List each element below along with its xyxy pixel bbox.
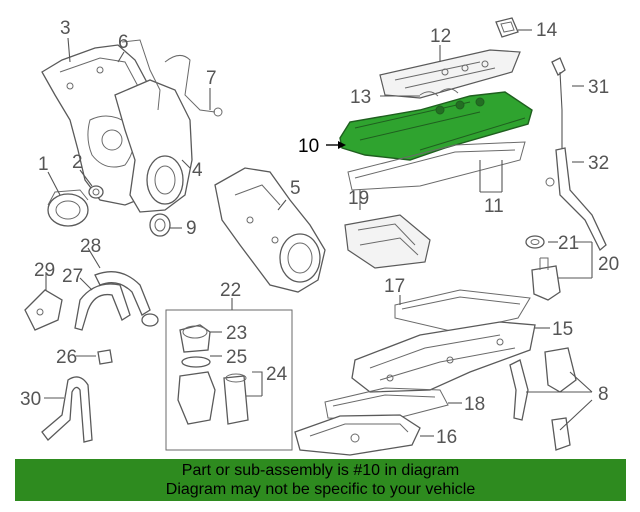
part-oilpan-lower-16	[294, 414, 421, 456]
callout-5: 5	[290, 178, 301, 199]
callout-4: 4	[192, 160, 203, 181]
callout-28: 28	[80, 236, 101, 257]
part-bolt-2	[88, 185, 104, 199]
callout-1: 1	[38, 154, 49, 175]
part-oring-21	[525, 235, 545, 249]
callout-11: 11	[484, 196, 504, 217]
part-dipstick-31	[551, 57, 566, 150]
callout-29: 29	[34, 260, 55, 281]
part-gasket-11	[347, 141, 526, 191]
info-banner: Part or sub-assembly is #10 in diagram D…	[15, 459, 626, 501]
part-bracket-29	[24, 289, 63, 331]
leader-lines	[44, 29, 593, 437]
callout-6: 6	[118, 32, 129, 53]
part-hose-27	[74, 283, 159, 331]
part-baffle-19	[344, 214, 431, 269]
part-hose-28	[94, 271, 151, 316]
callout-12: 12	[430, 26, 451, 47]
callout-2: 2	[72, 152, 83, 173]
part-pipe-30	[41, 376, 93, 443]
callout-19: 19	[348, 188, 369, 209]
callout-23: 23	[226, 323, 247, 344]
banner-line-1: Part or sub-assembly is #10 in diagram	[181, 462, 460, 479]
part-engine-cover-12	[379, 49, 521, 99]
part-filter-cap-23	[179, 324, 211, 353]
part-gasket-6	[121, 39, 161, 111]
callout-8: 8	[598, 384, 609, 405]
part-filter-box-22	[165, 309, 293, 451]
callout-32: 32	[588, 153, 609, 174]
part-pulley-1	[47, 189, 89, 227]
part-cover-5	[214, 167, 326, 293]
callout-20: 20	[598, 254, 619, 275]
callout-16: 16	[436, 427, 457, 448]
part-gasket-18	[324, 387, 449, 421]
callout-21: 21	[558, 233, 579, 254]
callout-labels: 3 6 7 4 5 1 2 9 12 14 13 10 11 19 31 32 …	[20, 18, 619, 448]
part-oilpan-gasket-17	[394, 289, 531, 333]
part-sensor-20	[531, 257, 561, 301]
part-filter-housing-24	[177, 371, 249, 425]
callout-7: 7	[206, 68, 217, 89]
part-timing-cover-lower	[114, 79, 193, 213]
part-seal-9	[149, 213, 171, 237]
callout-25: 25	[226, 347, 247, 368]
callout-27: 27	[62, 266, 83, 287]
callout-18: 18	[464, 394, 485, 415]
callout-31: 31	[588, 77, 609, 98]
callout-9: 9	[186, 218, 197, 239]
part-cap-14	[495, 17, 519, 38]
callout-10: 10	[298, 136, 319, 157]
callout-14: 14	[536, 20, 558, 41]
callout-22: 22	[220, 280, 241, 301]
part-bolt-26	[97, 349, 113, 365]
part-oring-25	[181, 356, 211, 368]
callout-26: 26	[56, 347, 77, 368]
part-bracket-8	[509, 347, 577, 451]
banner-line-2: Diagram may not be specific to your vehi…	[165, 481, 476, 498]
part-valve-cover-10	[339, 91, 533, 161]
callout-17: 17	[384, 276, 405, 297]
callout-30: 30	[20, 389, 41, 410]
part-gasket-13	[419, 88, 459, 97]
part-gasket-7	[164, 55, 223, 117]
part-dipstick-tube-32	[545, 147, 607, 252]
callout-15: 15	[552, 319, 573, 340]
part-oilpan-upper-15	[351, 321, 536, 393]
callout-24: 24	[266, 364, 288, 385]
callout-13: 13	[350, 87, 371, 108]
callout-3: 3	[60, 18, 71, 39]
